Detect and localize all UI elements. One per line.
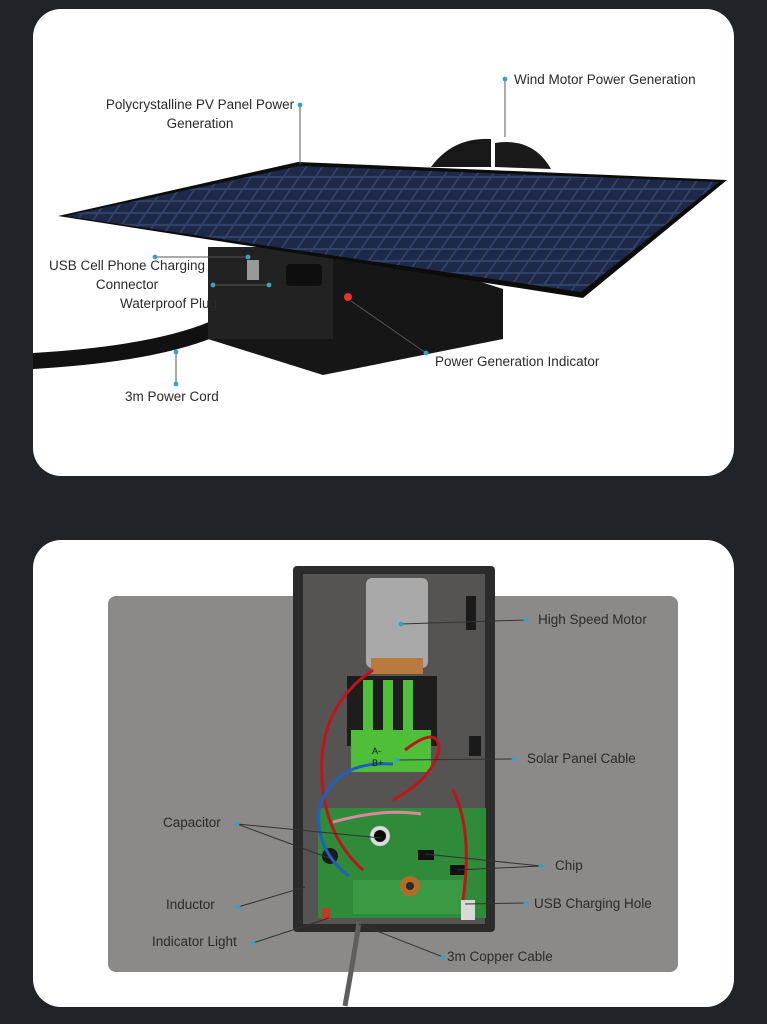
board-mark-a: A- [372,746,381,756]
label-capacitor: Capacitor [163,815,221,830]
wind-blade-right [495,142,551,169]
callout-dots [152,76,508,387]
label-wind-motor: Wind Motor Power Generation [514,72,696,87]
copper-cable [342,921,362,1007]
internal-structure-illustration: A- B+ [108,566,678,1007]
internal-structure-card: A- B+ High Speed Motor Solar Panel Cable… [33,540,734,1007]
label-power-cord: 3m Power Cord [125,389,219,404]
solar-wind-generator-illustration [33,76,727,387]
label-usb-hole: USB Charging Hole [534,896,652,911]
motor-body [366,578,428,668]
label-pv-panel: Polycrystalline PV Panel Power Generatio… [90,95,310,133]
usb-port [247,260,259,280]
label-usb-charging-line2: Connector [95,277,159,292]
usb-charging-hole [461,900,475,920]
waterproof-plug [286,264,322,286]
label-power-indicator: Power Generation Indicator [435,354,600,369]
chip-1 [418,850,434,860]
label-pv-panel-line2: Generation [166,116,234,131]
product-overview-card: Polycrystalline PV Panel Power Generatio… [33,9,734,476]
label-inductor: Inductor [166,897,215,912]
wind-blade-left [431,138,491,167]
label-motor: High Speed Motor [538,612,647,627]
callout-dots-bottom [234,617,544,960]
label-indicator-light: Indicator Light [152,934,237,949]
solar-panel-cells [65,166,719,292]
label-usb-charging-line1: USB Cell Phone Charging [48,258,206,273]
indicator-led [344,293,352,301]
label-solar-cable: Solar Panel Cable [527,751,636,766]
board-mark-b: B+ [372,758,383,768]
label-pv-panel-line1: Polycrystalline PV Panel Power [105,97,295,112]
label-waterproof-plug: Waterproof Plug [120,296,218,311]
label-copper-cable: 3m Copper Cable [447,949,553,964]
label-usb-charging: USB Cell Phone Charging Connector [43,256,211,294]
label-chip: Chip [555,858,583,873]
indicator-light [322,908,330,920]
